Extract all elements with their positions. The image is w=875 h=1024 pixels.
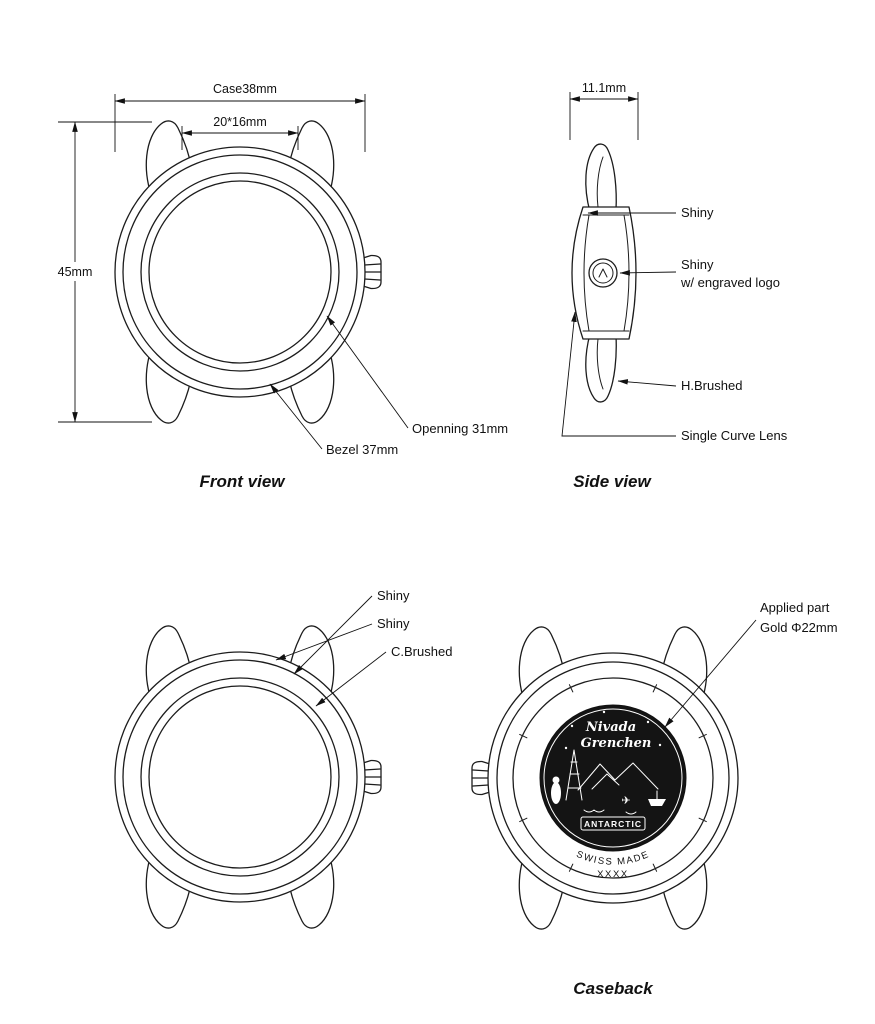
callout-bezel-label: Bezel 37mm xyxy=(326,442,398,457)
callout-shiny-1-label: Shiny xyxy=(377,588,410,603)
finish-view-drawing: Shiny Shiny C.Brushed xyxy=(115,588,452,928)
engraving-brand-line2: Grenchen xyxy=(581,736,652,751)
callout-shiny-2-label: Shiny xyxy=(377,616,410,631)
front-view-drawing: Case38mm 20*16mm 45mm Openning 31mm Beze… xyxy=(50,82,508,491)
penguin-figure xyxy=(551,776,561,804)
crown-logo-mark xyxy=(598,268,608,278)
caseback-caption: Caseback xyxy=(573,979,654,998)
caseback-notches xyxy=(519,684,707,872)
dim-thickness-label: 11.1mm xyxy=(582,81,626,95)
bottom-lug-profile xyxy=(585,333,617,403)
dim-case-width-label: Case38mm xyxy=(213,82,277,96)
case-profile-details xyxy=(582,214,630,332)
leader-line xyxy=(561,311,676,437)
callout-cbrushed: C.Brushed xyxy=(315,644,452,707)
callout-case-shiny: Shiny xyxy=(587,205,714,220)
side-view-drawing: 11.1mm Shiny Shiny w/ engraved logo H.Br… xyxy=(561,81,788,491)
callout-opening-label: Openning 31mm xyxy=(412,421,508,436)
medallion-border-ring xyxy=(543,708,683,848)
dim-lug-width-label: 20*16mm xyxy=(213,115,267,129)
leader-line xyxy=(275,623,373,661)
callout-crown: Shiny w/ engraved logo xyxy=(619,257,780,290)
leader-line xyxy=(326,315,409,429)
dimension-case-width: Case38mm xyxy=(114,82,366,152)
model-banner: ANTARCTIC xyxy=(580,816,646,831)
watch-case-front xyxy=(115,626,381,928)
dimension-height: 45mm xyxy=(50,121,152,423)
engraving-brand-line1: Nivada xyxy=(585,720,636,735)
callout-applied-line1: Applied part xyxy=(760,600,830,615)
callout-lens-label: Single Curve Lens xyxy=(681,428,788,443)
leader-line xyxy=(315,651,387,707)
caseback-view-drawing: Nivada Grenchen ✈ xyxy=(471,600,838,998)
derrick-figure xyxy=(565,749,583,801)
callout-cbrushed-label: C.Brushed xyxy=(391,644,452,659)
callout-opening: Openning 31mm xyxy=(326,315,508,436)
mountain-ridge-figure xyxy=(591,773,620,790)
dimension-lug-width: 20*16mm xyxy=(181,115,299,150)
engraving-serial: XXXX xyxy=(597,869,629,880)
engraving-model: ANTARCTIC xyxy=(584,819,642,829)
callout-applied-part: Applied part Gold Φ22mm xyxy=(664,600,838,728)
engraving-stars xyxy=(564,710,662,750)
callout-applied-line2: Gold Φ22mm xyxy=(760,620,838,635)
label-backing xyxy=(50,262,100,281)
caseback-medallion: Nivada Grenchen ✈ xyxy=(539,704,687,852)
ship-figure xyxy=(648,790,666,806)
callout-lens: Single Curve Lens xyxy=(561,311,788,443)
front-view-caption: Front view xyxy=(199,472,286,491)
leader-line xyxy=(617,379,677,387)
side-view-caption: Side view xyxy=(573,472,652,491)
callout-crown-line2: w/ engraved logo xyxy=(680,275,780,290)
dim-height-label: 45mm xyxy=(58,265,93,279)
caseback-crown xyxy=(471,760,491,796)
leader-line xyxy=(293,595,373,675)
top-lug-profile xyxy=(585,143,617,213)
callout-bezel: Bezel 37mm xyxy=(269,383,398,457)
leader-line xyxy=(619,270,677,276)
dimension-thickness: 11.1mm xyxy=(569,81,639,140)
airplane-icon: ✈ xyxy=(621,795,630,807)
callout-crown-line1: Shiny xyxy=(681,257,714,272)
mountains-figure xyxy=(577,762,659,791)
leader-line xyxy=(269,383,323,450)
callout-caseband: H.Brushed xyxy=(617,378,742,393)
leader-line xyxy=(664,619,757,728)
callout-caseband-label: H.Brushed xyxy=(681,378,742,393)
callout-shiny-2: Shiny xyxy=(275,616,410,661)
watch-case-front xyxy=(115,121,381,423)
lug-inner-lines xyxy=(596,156,604,390)
callout-shiny-1: Shiny xyxy=(293,588,410,675)
waves-figure xyxy=(583,809,637,815)
crown-face-inner xyxy=(592,262,614,284)
callout-case-shiny-label: Shiny xyxy=(681,205,714,220)
